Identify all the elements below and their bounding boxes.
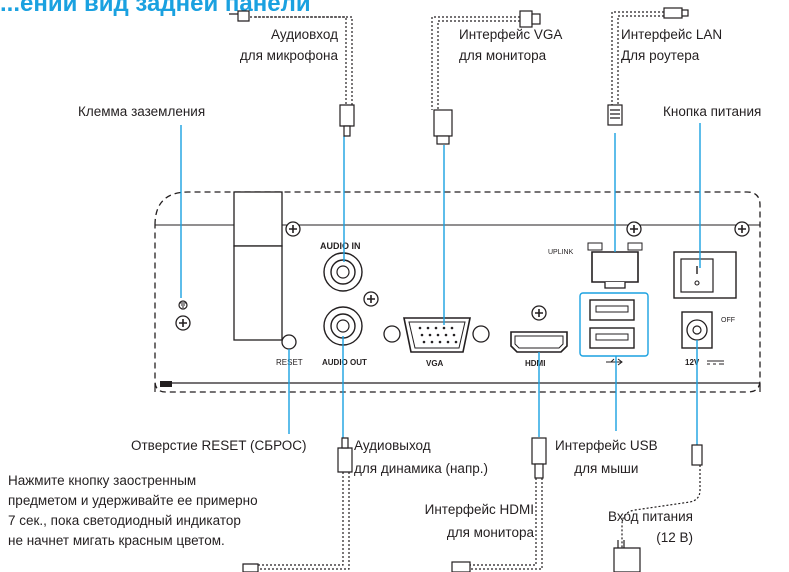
callout-lan: Интерфейс LAN Для роутера — [621, 26, 722, 64]
callout-ground: Клемма заземления — [78, 104, 206, 119]
uplink-label: UPLINK — [548, 249, 574, 256]
callout-audio-out: Аудиовыход для динамика (напр.) — [354, 437, 488, 477]
callout-line: Интерфейс LAN — [621, 27, 723, 42]
callout-line: Интерфейс VGA — [459, 27, 563, 42]
vga-label: VGA — [426, 359, 444, 368]
callout-usb: Интерфейс USB для мыши — [555, 437, 658, 477]
screw-icon — [626, 221, 642, 237]
callout-line: Для роутера — [621, 48, 700, 63]
usb-ports — [579, 292, 649, 357]
screw-icon — [175, 315, 191, 331]
audio-in-label: AUDIO IN — [320, 241, 361, 251]
callout-line: для монитора — [459, 48, 547, 63]
screw-icon — [363, 291, 379, 307]
dc-symbol-icon — [707, 360, 724, 365]
reset-hole — [281, 334, 297, 350]
note-line: Нажмите кнопку заостренным — [8, 473, 197, 488]
callout-line: (12 В) — [656, 530, 693, 545]
screw-icon — [734, 221, 750, 237]
audio-plug-icon — [229, 10, 355, 137]
callout-line: для динамика (напр.) — [354, 461, 489, 476]
callout-vga: Интерфейс VGA для монитора — [459, 26, 562, 64]
callout-hdmi: Интерфейс HDMI для монитора — [425, 501, 534, 541]
note-line: не начнет мигать красным цветом. — [8, 533, 225, 548]
leader-lines — [180, 123, 701, 445]
note-line: 7 сек., пока светодиодный индикатор — [8, 513, 241, 528]
callout-reset: Отверстие RESET (СБРОС) — [131, 438, 307, 453]
hdmi-label: HDMI — [525, 359, 545, 368]
power-cable — [621, 465, 701, 548]
device-body — [154, 191, 761, 393]
reset-instructions: Нажмите кнопку заостренным предметом и у… — [8, 471, 258, 551]
callout-line: Вход питания — [608, 509, 693, 524]
callout-power-input: Вход питания (12 В) — [608, 508, 693, 546]
page-title: ...ений вид задней панели — [0, 0, 311, 17]
callout-power-button: Кнопка питания — [663, 104, 762, 119]
screw-icon — [285, 221, 301, 237]
screw-icon — [531, 305, 547, 321]
audio-plug-icon — [242, 437, 353, 572]
power-adapter-icon — [613, 444, 703, 572]
rj45-plug-icon — [607, 7, 689, 126]
audio-in-jack — [323, 252, 363, 292]
callout-audio-in: Аудиовход для микрофона — [240, 26, 338, 64]
hdmi-port — [510, 331, 568, 353]
callout-line: Аудиовход — [271, 27, 338, 42]
callout-line: Интерфейс HDMI — [424, 502, 534, 517]
callout-line: Аудиовыход — [354, 438, 431, 453]
vga-plug-icon — [433, 10, 541, 145]
hdmi-plug-icon — [451, 437, 547, 572]
callout-line: для микрофона — [239, 48, 338, 63]
vga-port — [383, 317, 490, 353]
lan-port — [587, 242, 643, 289]
callout-line: для мыши — [574, 461, 639, 476]
audio-out-label: AUDIO OUT — [322, 358, 367, 367]
callout-line: для монитора — [446, 525, 534, 540]
power-label: 12V — [685, 358, 700, 367]
callout-line: Интерфейс USB — [555, 438, 658, 453]
accessory-cables — [250, 11, 664, 570]
note-line: предметом и удерживайте ее примерно — [8, 493, 258, 508]
ground-symbol-icon — [178, 300, 188, 310]
usb-symbol-icon — [606, 358, 623, 366]
power-switch — [673, 251, 737, 299]
off-label: OFF — [721, 317, 735, 324]
